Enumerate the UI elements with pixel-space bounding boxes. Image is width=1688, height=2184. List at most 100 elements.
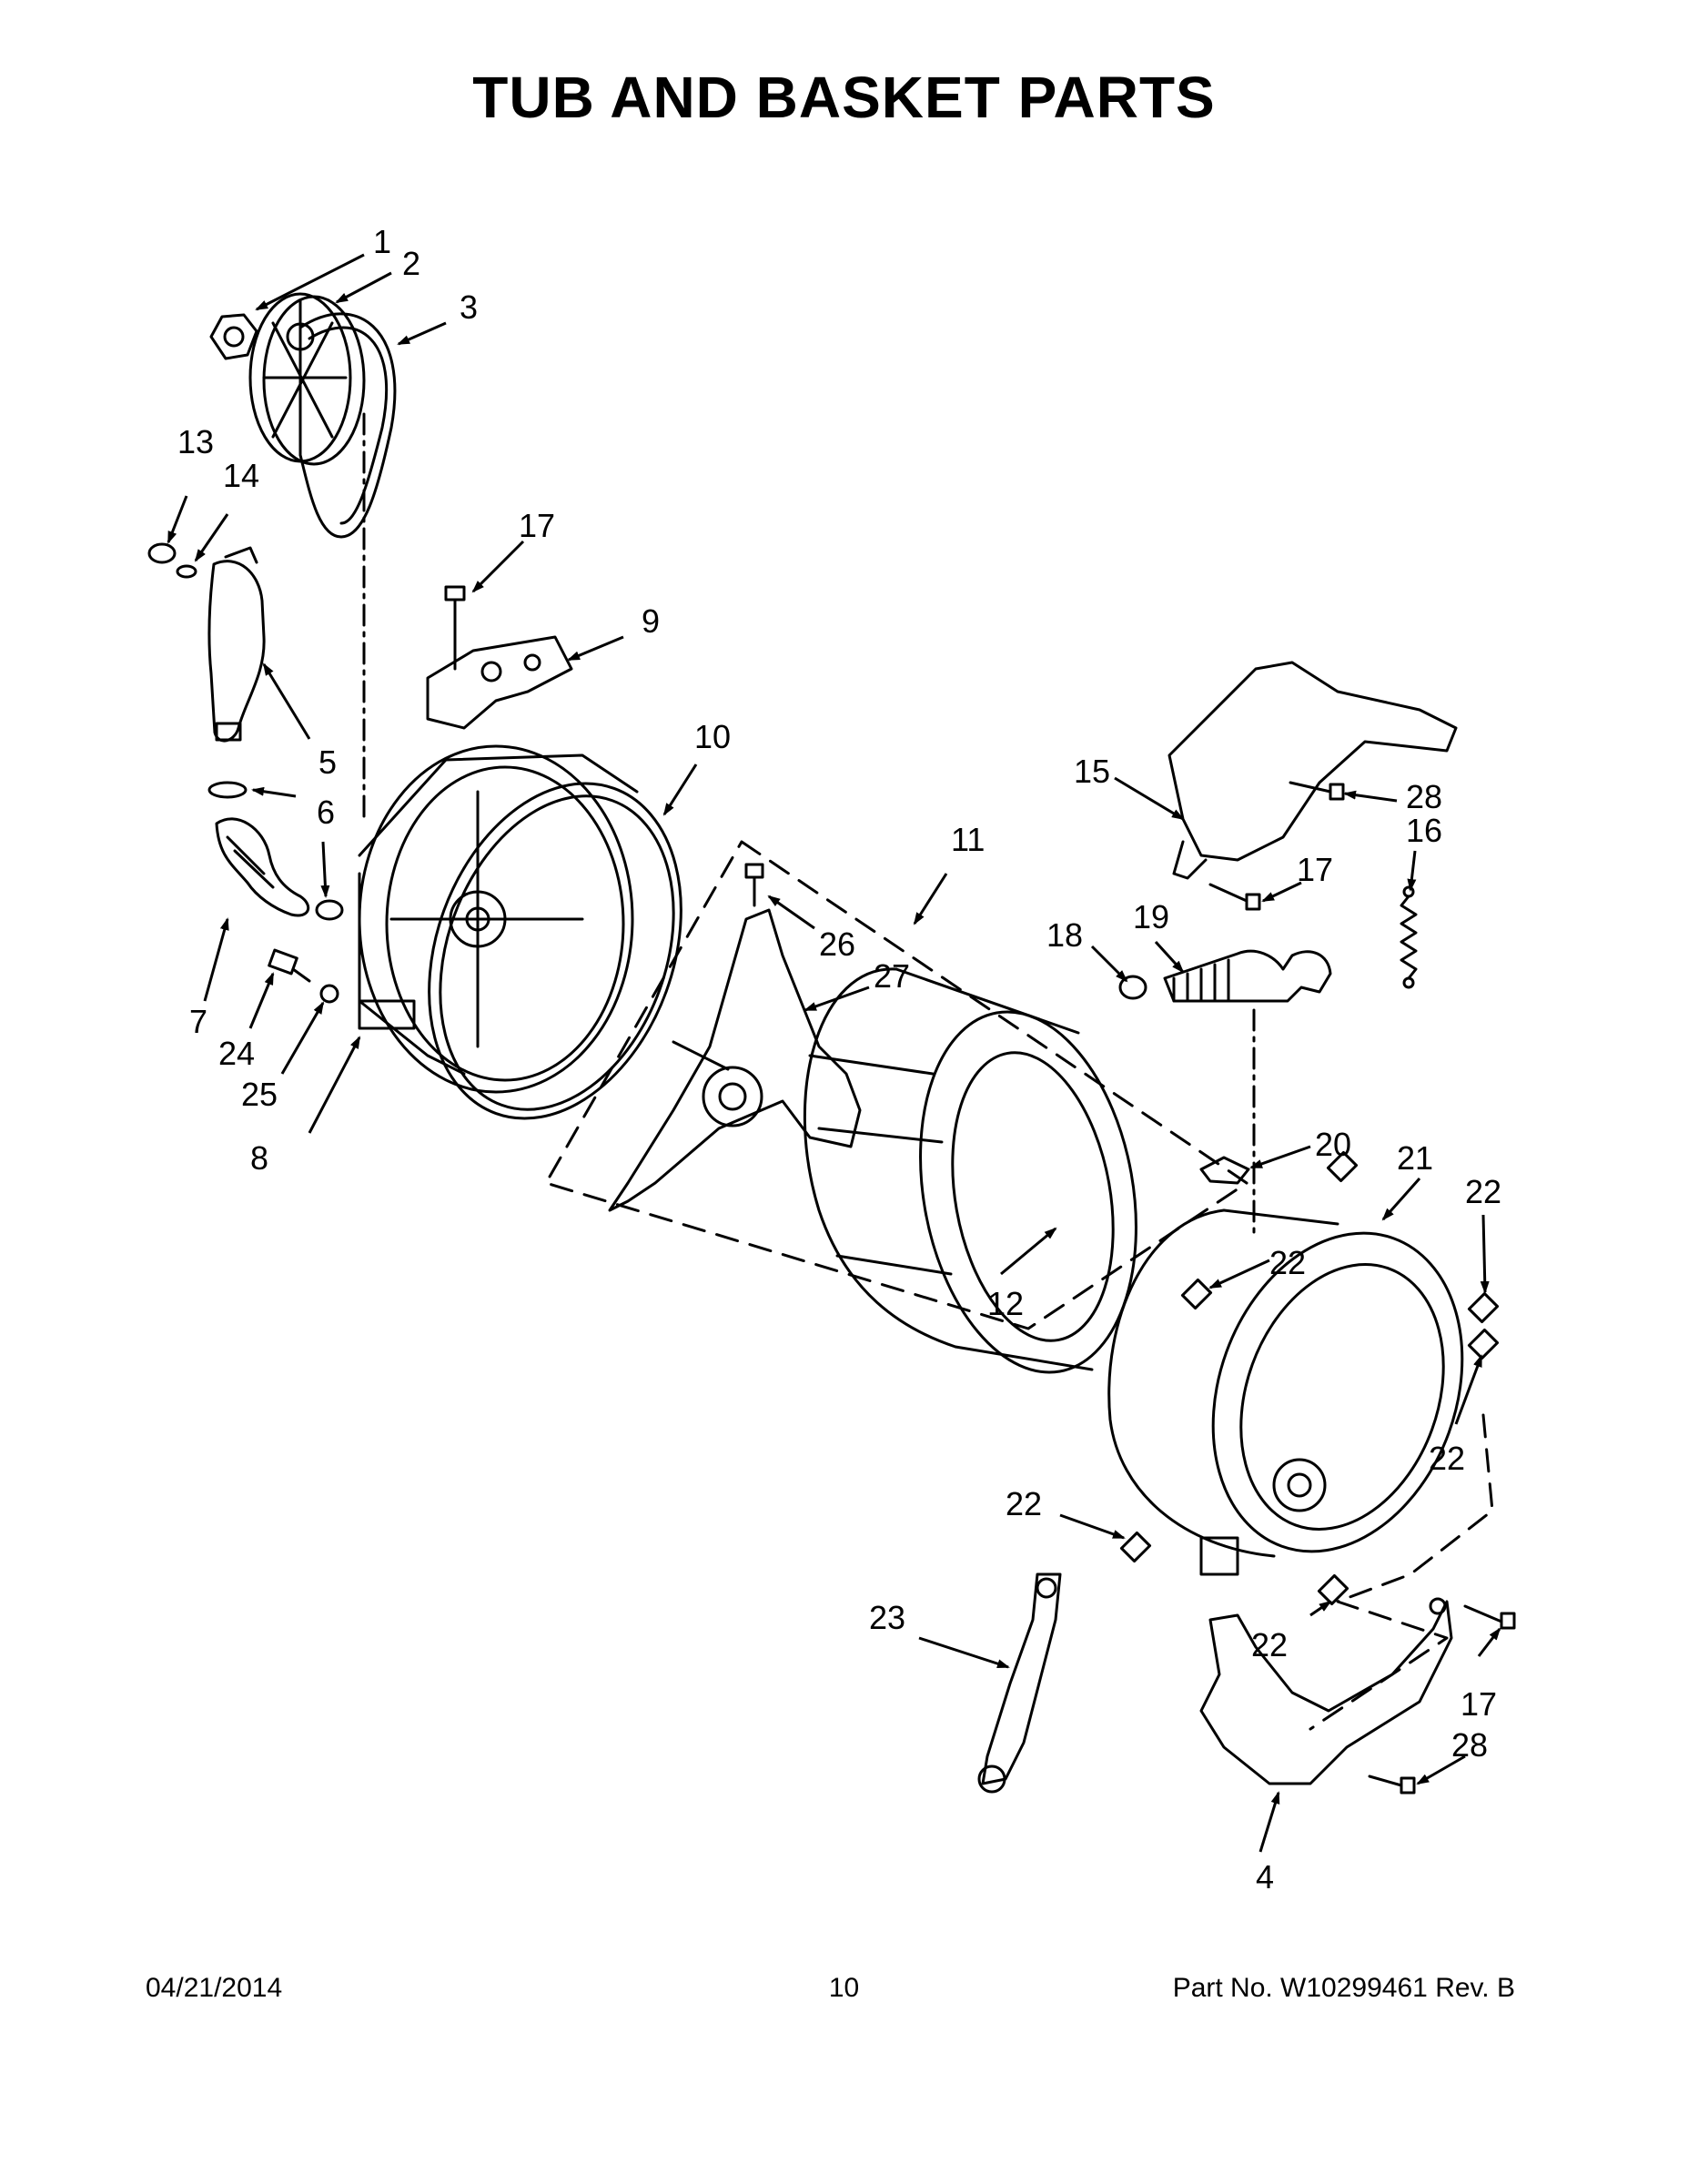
- callout-10: 10: [694, 718, 731, 755]
- part-22-clip-b: [1180, 1278, 1213, 1310]
- callout-24: 24: [218, 1035, 255, 1072]
- leader-4: [1258, 1791, 1280, 1853]
- leader-14: [194, 513, 229, 562]
- callout-19: 19: [1133, 898, 1169, 935]
- leader-24: [248, 972, 275, 1029]
- leader-22a: [1480, 1214, 1490, 1294]
- callout-22: 22: [1429, 1440, 1465, 1477]
- leader-15: [1114, 776, 1185, 821]
- callout-14: 14: [223, 457, 259, 494]
- leader-28a: [1343, 790, 1398, 803]
- leader-10: [662, 763, 698, 816]
- leader-27: [804, 986, 870, 1012]
- callout-4: 4: [1256, 1858, 1274, 1896]
- part-22-clip-c: [1467, 1291, 1500, 1324]
- part-8-rear-tub: [358, 744, 639, 1094]
- part-10-ring: [428, 782, 682, 1120]
- leader-18: [1090, 945, 1128, 983]
- part-5-hose: [207, 546, 266, 743]
- leader-7: [203, 917, 229, 1002]
- part-1-nut: [209, 313, 258, 360]
- part-20-clip: [1199, 1156, 1250, 1185]
- callout-22: 22: [1006, 1485, 1042, 1522]
- part-7-hose: [215, 817, 310, 917]
- part-26-screw: [744, 863, 764, 907]
- callout-25: 25: [241, 1076, 278, 1113]
- leader-22e: [1309, 1600, 1332, 1617]
- leader-17b: [1261, 881, 1302, 903]
- part-17-bolt-bottom: [1463, 1604, 1516, 1630]
- callout-15: 15: [1074, 753, 1110, 790]
- front-tub-dashed-outline: [1309, 1413, 1494, 1731]
- part-28-bolt-top: [1289, 781, 1345, 801]
- leader-22d: [1059, 1513, 1126, 1540]
- callout-22: 22: [1251, 1626, 1288, 1663]
- callout-22: 22: [1269, 1244, 1306, 1281]
- callout-6: 6: [317, 794, 335, 831]
- part-3-belt: [298, 312, 397, 539]
- part-13-clamp: [147, 542, 177, 564]
- leader-3: [397, 321, 447, 346]
- part-15-cover: [1167, 661, 1458, 880]
- callout-5: 5: [318, 743, 337, 781]
- leader-6b: [320, 841, 330, 898]
- leader-12: [1000, 1227, 1057, 1276]
- callout-8: 8: [250, 1139, 268, 1177]
- leader-13: [167, 495, 188, 544]
- leader-19: [1154, 940, 1185, 974]
- callout-28: 28: [1451, 1726, 1488, 1764]
- part-21-front-tub: [1107, 1208, 1464, 1576]
- leader-22c: [1454, 1354, 1483, 1425]
- callout-3: 3: [460, 288, 478, 326]
- callout-23: 23: [869, 1599, 905, 1636]
- leader-17a: [471, 540, 525, 593]
- leader-5: [262, 662, 311, 740]
- leader-16: [1407, 850, 1417, 892]
- callout-22: 22: [1465, 1173, 1501, 1210]
- callout-27: 27: [874, 957, 910, 995]
- callout-20: 20: [1315, 1126, 1351, 1163]
- leader-2: [335, 271, 392, 304]
- part-28-bolt-bottom: [1368, 1774, 1416, 1795]
- page-title: TUB AND BASKET PARTS: [472, 65, 1216, 130]
- part-22-clip-a: [1326, 1150, 1359, 1183]
- footer-date: 04/21/2014: [146, 1973, 283, 2003]
- callout-11: 11: [951, 821, 985, 858]
- part-22-clip-f: [1317, 1573, 1349, 1606]
- part-6-clamp: [207, 781, 344, 921]
- leader-21: [1381, 1178, 1421, 1221]
- callout-26: 26: [819, 925, 855, 963]
- callout-1: 1: [373, 223, 391, 260]
- part-16-spring: [1400, 885, 1418, 989]
- leader-23: [918, 1636, 1010, 1669]
- part-9-bracket: [426, 635, 573, 730]
- leader-1: [255, 253, 365, 311]
- part-24-sensor: [268, 948, 311, 983]
- callout-7: 7: [189, 1003, 207, 1040]
- callout-17: 17: [1297, 851, 1333, 888]
- part-25-plug: [319, 984, 339, 1004]
- callout-13: 13: [177, 423, 214, 460]
- part-18-clamp: [1118, 975, 1147, 1000]
- callout-18: 18: [1046, 916, 1083, 954]
- part-4-lower-bracket: [1199, 1597, 1453, 1785]
- part-27-spider: [608, 908, 862, 1212]
- callout-16: 16: [1406, 812, 1442, 849]
- part-22-clip-d: [1467, 1328, 1500, 1360]
- part-17-bolt-mid: [1208, 883, 1261, 911]
- part-19-hose: [1163, 949, 1332, 1003]
- leader-28b: [1416, 1754, 1466, 1785]
- part-23-damper: [977, 1572, 1062, 1794]
- part-14-oring: [176, 564, 197, 579]
- leader-20: [1249, 1145, 1311, 1169]
- leader-8: [308, 1036, 361, 1134]
- callout-28: 28: [1406, 778, 1442, 815]
- leader-25: [280, 1001, 325, 1075]
- leader-17c: [1477, 1627, 1501, 1657]
- callout-2: 2: [402, 245, 420, 282]
- callout-12: 12: [987, 1285, 1024, 1322]
- footer-page-number: 10: [828, 1973, 860, 2003]
- callout-21: 21: [1397, 1139, 1433, 1177]
- callout-9: 9: [642, 602, 660, 640]
